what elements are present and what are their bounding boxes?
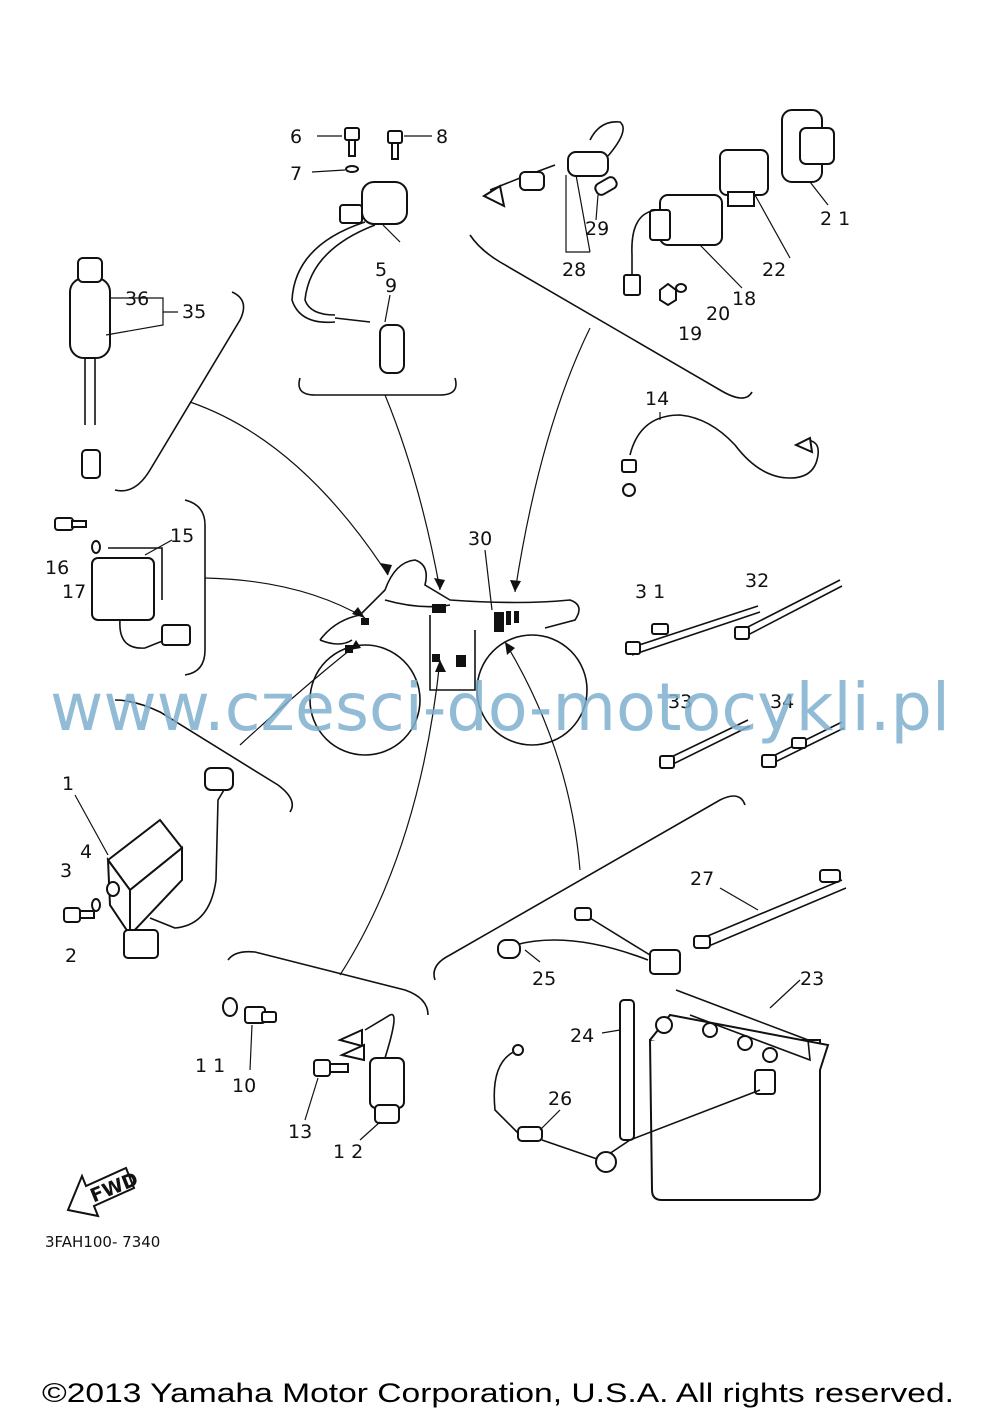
label-part-24: 24	[570, 1025, 594, 1047]
cdi-unit-part	[63, 767, 234, 959]
label-part-36: 36	[125, 288, 149, 310]
ignition-coil-part	[291, 127, 432, 374]
label-part-1: 1	[62, 773, 74, 795]
main-switch-part	[69, 257, 178, 479]
label-part-15: 15	[170, 525, 194, 547]
label-part-6: 6	[290, 126, 302, 148]
label-part-31: 3 1	[635, 581, 665, 603]
label-part-8: 8	[436, 126, 448, 148]
label-part-35: 35	[182, 301, 206, 323]
label-part-34: 34	[770, 691, 794, 713]
neutral-switch-part	[222, 997, 405, 1141]
fwd-arrow-icon: FWD	[66, 1166, 141, 1218]
label-part-7: 7	[290, 163, 302, 185]
diagram-code: 3FAH100- 7340	[45, 1233, 160, 1251]
label-part-4: 4	[80, 841, 92, 863]
copyright-notice: ©2013 Yamaha Motor Corporation, U.S.A. A…	[42, 1378, 954, 1408]
motorcycle-outline	[309, 559, 588, 756]
cable-ties-part	[625, 579, 845, 769]
label-part-23: 23	[800, 968, 824, 990]
part-labels: 1 2 3 4 5 6 7 8 9 10 1 1 1 2 13 14 15 16…	[45, 126, 850, 1163]
label-part-11: 1 1	[195, 1055, 225, 1077]
label-part-12: 1 2	[333, 1141, 363, 1163]
rectifier-part	[54, 517, 191, 649]
label-part-13: 13	[288, 1121, 312, 1143]
starter-relay-part	[481, 109, 835, 307]
label-part-10: 10	[232, 1075, 256, 1097]
label-part-5: 5	[375, 259, 387, 281]
group-brackets	[114, 234, 753, 1016]
label-part-19: 19	[678, 323, 702, 345]
label-part-25: 25	[532, 968, 556, 990]
watermark-url: www.czesci-do-motocykli.pl	[50, 669, 950, 746]
label-30-leader	[484, 549, 493, 611]
label-part-17: 17	[62, 581, 86, 603]
label-part-18: 18	[732, 288, 756, 310]
label-part-22: 22	[762, 259, 786, 281]
label-part-21: 2 1	[820, 208, 850, 230]
label-part-27: 27	[690, 868, 714, 890]
wire-lead-part	[621, 412, 820, 497]
label-part-29: 29	[585, 218, 609, 240]
label-part-16: 16	[45, 557, 69, 579]
leader-lines	[189, 327, 591, 976]
label-part-30: 30	[468, 528, 492, 550]
label-part-14: 14	[645, 388, 669, 410]
label-part-20: 20	[706, 303, 730, 325]
label-part-32: 32	[745, 570, 769, 592]
battery-part	[493, 869, 847, 1201]
label-part-2: 2	[65, 945, 77, 967]
label-part-26: 26	[548, 1088, 572, 1110]
label-part-28: 28	[562, 259, 586, 281]
label-part-9: 9	[385, 275, 397, 297]
label-part-33: 33	[668, 691, 692, 713]
label-part-3: 3	[60, 860, 72, 882]
